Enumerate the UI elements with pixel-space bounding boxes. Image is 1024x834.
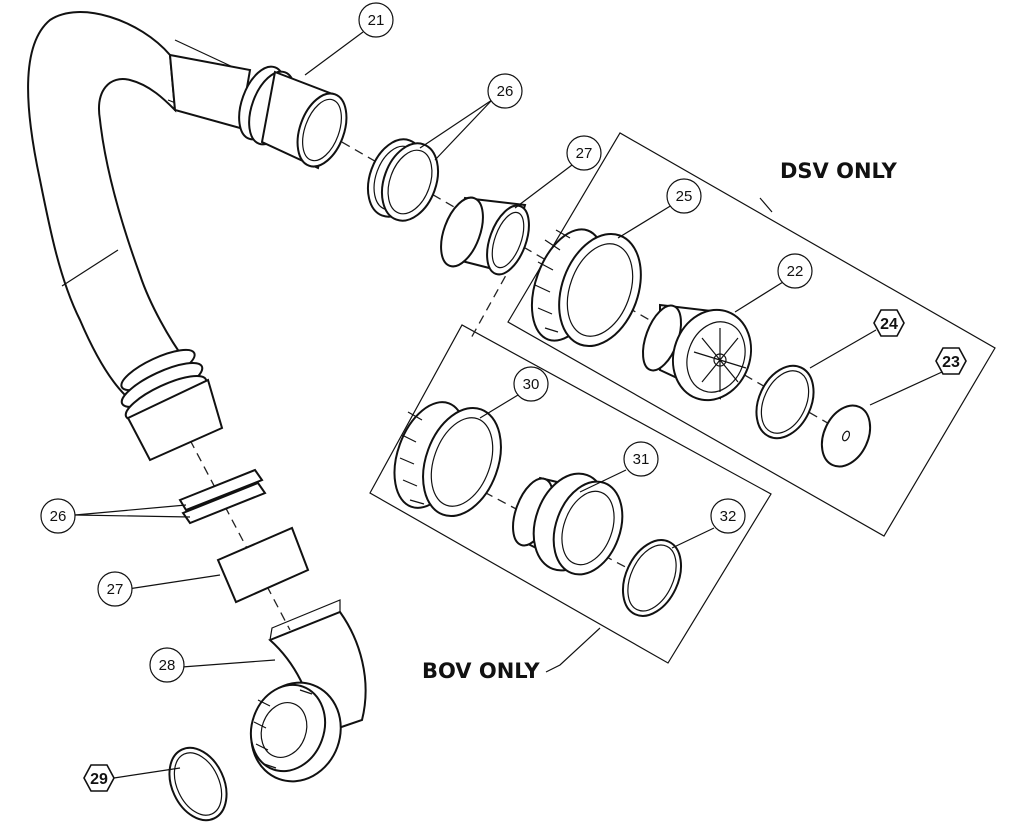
seal-rings-part-26-lower — [178, 468, 267, 525]
svg-text:30: 30 — [523, 376, 540, 393]
knurled-nut-part-25 — [530, 228, 642, 348]
svg-text:25: 25 — [676, 188, 693, 205]
svg-text:32: 32 — [720, 508, 737, 525]
callout-26-lower: 26 — [40, 498, 76, 534]
callout-26-upper: 26 — [487, 73, 523, 109]
svg-text:21: 21 — [368, 12, 385, 29]
callout-27-upper: 27 — [566, 135, 602, 171]
callout-25: 25 — [666, 178, 702, 214]
svg-text:26: 26 — [50, 508, 67, 525]
callout-32: 32 — [710, 498, 746, 534]
knurled-nut-part-30 — [393, 401, 502, 518]
hose-part-21 — [27, 11, 348, 462]
svg-text:24: 24 — [880, 316, 898, 333]
svg-text:27: 27 — [107, 581, 124, 598]
leader-lines — [74, 31, 943, 779]
svg-text:28: 28 — [159, 657, 176, 674]
callout-21: 21 — [358, 2, 394, 38]
callout-29: 29 — [83, 764, 115, 792]
callout-24: 24 — [873, 309, 905, 337]
svg-text:31: 31 — [633, 451, 650, 468]
svg-text:23: 23 — [942, 354, 960, 371]
callout-28: 28 — [149, 647, 185, 683]
o-ring-part-24 — [755, 364, 815, 440]
svg-text:29: 29 — [90, 771, 108, 788]
sleeve-part-27-lower — [216, 526, 310, 604]
sleeve-part-27-upper — [440, 196, 530, 276]
o-ring-part-32 — [621, 539, 683, 617]
seal-rings-part-26-upper — [366, 138, 440, 222]
disc-part-23 — [820, 404, 872, 468]
bov-group-box — [369, 324, 772, 664]
svg-text:27: 27 — [576, 145, 593, 162]
callout-22: 22 — [777, 253, 813, 289]
callout-31: 31 — [623, 441, 659, 477]
elbow-part-28 — [249, 599, 367, 783]
callout-23: 23 — [935, 347, 967, 375]
dsv-only-label: DSV ONLY — [780, 159, 898, 183]
bov-only-label: BOV ONLY — [422, 659, 540, 683]
o-ring-part-29 — [168, 746, 228, 822]
valve-body-part-22 — [641, 303, 753, 402]
svg-text:26: 26 — [497, 83, 514, 100]
dsv-group-box — [507, 132, 996, 537]
callout-27-lower: 27 — [97, 571, 133, 607]
svg-text:22: 22 — [787, 263, 804, 280]
callout-30: 30 — [513, 366, 549, 402]
adapter-part-31 — [512, 472, 624, 576]
